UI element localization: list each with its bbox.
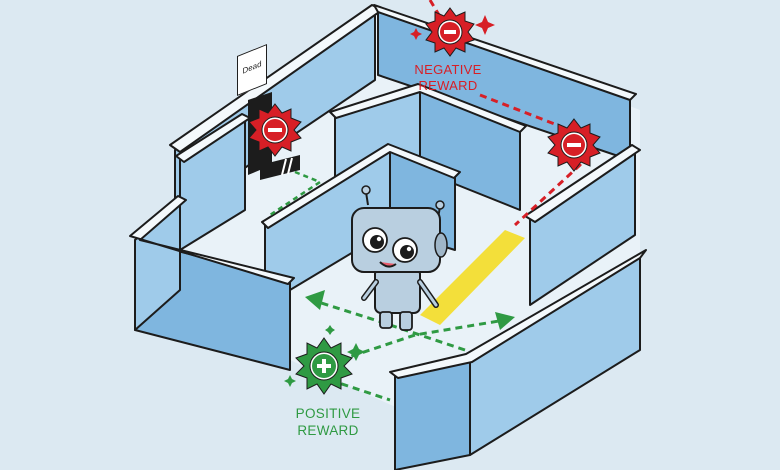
positive-path-right (339, 318, 506, 362)
positive-path-left (311, 298, 466, 352)
positive-label-line-1: POSITIVE (295, 406, 361, 421)
positive-reward-label: POSITIVE REWARD (278, 405, 378, 439)
negative-label-line-1: NEGATIVE (414, 62, 482, 77)
positive-arrow-right (495, 312, 515, 330)
negative-reward-icon-right (547, 118, 601, 172)
dead-sign-text: Dead (242, 59, 262, 76)
positive-label-line-2: REWARD (297, 423, 359, 438)
sparkle-icon (284, 325, 365, 387)
negative-reward-label: NEGATIVE REWARD (398, 62, 498, 94)
maze-wall-right-upper (524, 144, 641, 306)
robot-agent (351, 185, 448, 331)
maze-wall-right-front (389, 249, 647, 470)
negative-reward-icon-top (425, 7, 475, 57)
dead-end-grate (260, 155, 300, 180)
robot-path-highlight (420, 230, 525, 325)
positive-reward-icon (295, 337, 353, 395)
negative-label-line-2: REWARD (418, 78, 478, 93)
positive-path-dead-end (269, 170, 323, 217)
positive-path-down (329, 378, 391, 402)
negative-reward-icon-dead-end (248, 103, 302, 157)
maze-wall-front-left (129, 195, 295, 371)
positive-arrow-left (305, 290, 325, 310)
sparkle-icon (410, 15, 495, 40)
